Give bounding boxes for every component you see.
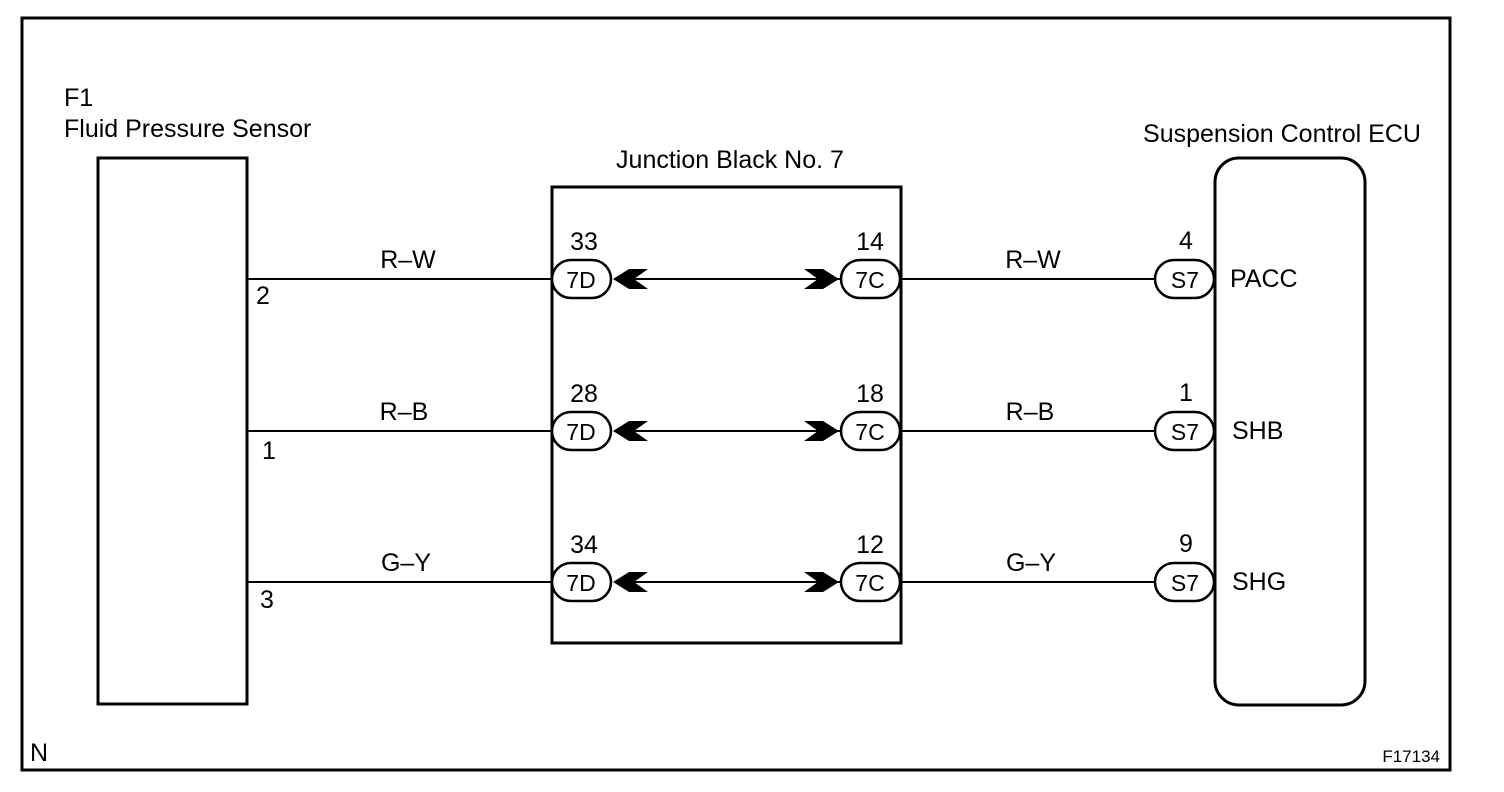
sensor-pin: 1	[262, 437, 276, 465]
jb-right-connector	[839, 561, 902, 603]
wire-color-right: R–W	[1005, 246, 1061, 274]
jb-right-connector	[839, 258, 902, 300]
wire-color-left: R–B	[380, 398, 429, 426]
jb-left-connector	[550, 410, 613, 452]
jb-right-connector-label: 7C	[855, 419, 884, 445]
jb-right-connector-label: 7C	[855, 570, 884, 596]
jb-right-connector	[839, 410, 902, 452]
junction-name: Junction Black No. 7	[616, 146, 844, 174]
jb-left-connector	[550, 561, 613, 603]
jb-left-connector-label: 7D	[566, 570, 595, 596]
chevron-right-icon	[804, 421, 839, 441]
wire-row-1: 1 R–B 28 7D 18 7C R–B 1 S7 SHB	[247, 379, 1283, 465]
jb-right-pin: 14	[856, 228, 884, 256]
ecu-pin: 1	[1179, 379, 1193, 407]
sensor-pin: 2	[256, 282, 270, 310]
jb-left-pin: 28	[570, 380, 598, 408]
ecu-pin: 9	[1179, 530, 1193, 558]
ecu-connector	[1153, 258, 1216, 300]
ecu-name: Suspension Control ECU	[1143, 120, 1421, 148]
jb-left-pin: 33	[570, 228, 598, 256]
sensor-box	[96, 156, 249, 706]
chevron-right-icon	[804, 572, 839, 592]
wire-row-0: 2 R–W 33 7D 14 7C R–W 4 S7 PACC	[247, 227, 1298, 310]
chevron-right-icon	[804, 269, 839, 289]
ecu-connector-label: S7	[1171, 419, 1199, 445]
ecu-connector-label: S7	[1171, 570, 1199, 596]
jb-right-pin: 18	[856, 380, 884, 408]
ecu-pin: 4	[1179, 227, 1193, 255]
chevron-left-icon	[613, 269, 648, 289]
ecu-connector	[1153, 410, 1216, 452]
jb-left-connector-label: 7D	[566, 419, 595, 445]
jb-left-connector	[550, 258, 613, 300]
jb-right-connector-label: 7C	[855, 267, 884, 293]
corner-mark: N	[30, 739, 48, 767]
wire-color-right: G–Y	[1006, 549, 1056, 577]
frame-border	[20, 16, 1452, 772]
ecu-connector	[1153, 561, 1216, 603]
ecu-terminal-name: SHG	[1232, 568, 1286, 596]
jb-left-pin: 34	[570, 531, 598, 559]
chevron-left-icon	[613, 421, 648, 441]
wire-color-left: R–W	[380, 246, 436, 274]
sensor-id: F1	[64, 84, 93, 112]
ecu-terminal-name: PACC	[1230, 265, 1298, 293]
ecu-connector-label: S7	[1171, 267, 1199, 293]
junction-box	[550, 185, 903, 645]
jb-right-pin: 12	[856, 531, 884, 559]
figure-code: F17134	[1382, 747, 1440, 766]
sensor-name: Fluid Pressure Sensor	[64, 115, 311, 143]
wire-row-2: 3 G–Y 34 7D 12 7C G–Y 9 S7 SHG	[247, 530, 1286, 614]
chevron-left-icon	[613, 572, 648, 592]
wire-color-left: G–Y	[381, 549, 431, 577]
jb-left-connector-label: 7D	[566, 267, 595, 293]
ecu-terminal-name: SHB	[1232, 417, 1283, 445]
wire-color-right: R–B	[1006, 398, 1055, 426]
sensor-pin: 3	[260, 586, 274, 614]
